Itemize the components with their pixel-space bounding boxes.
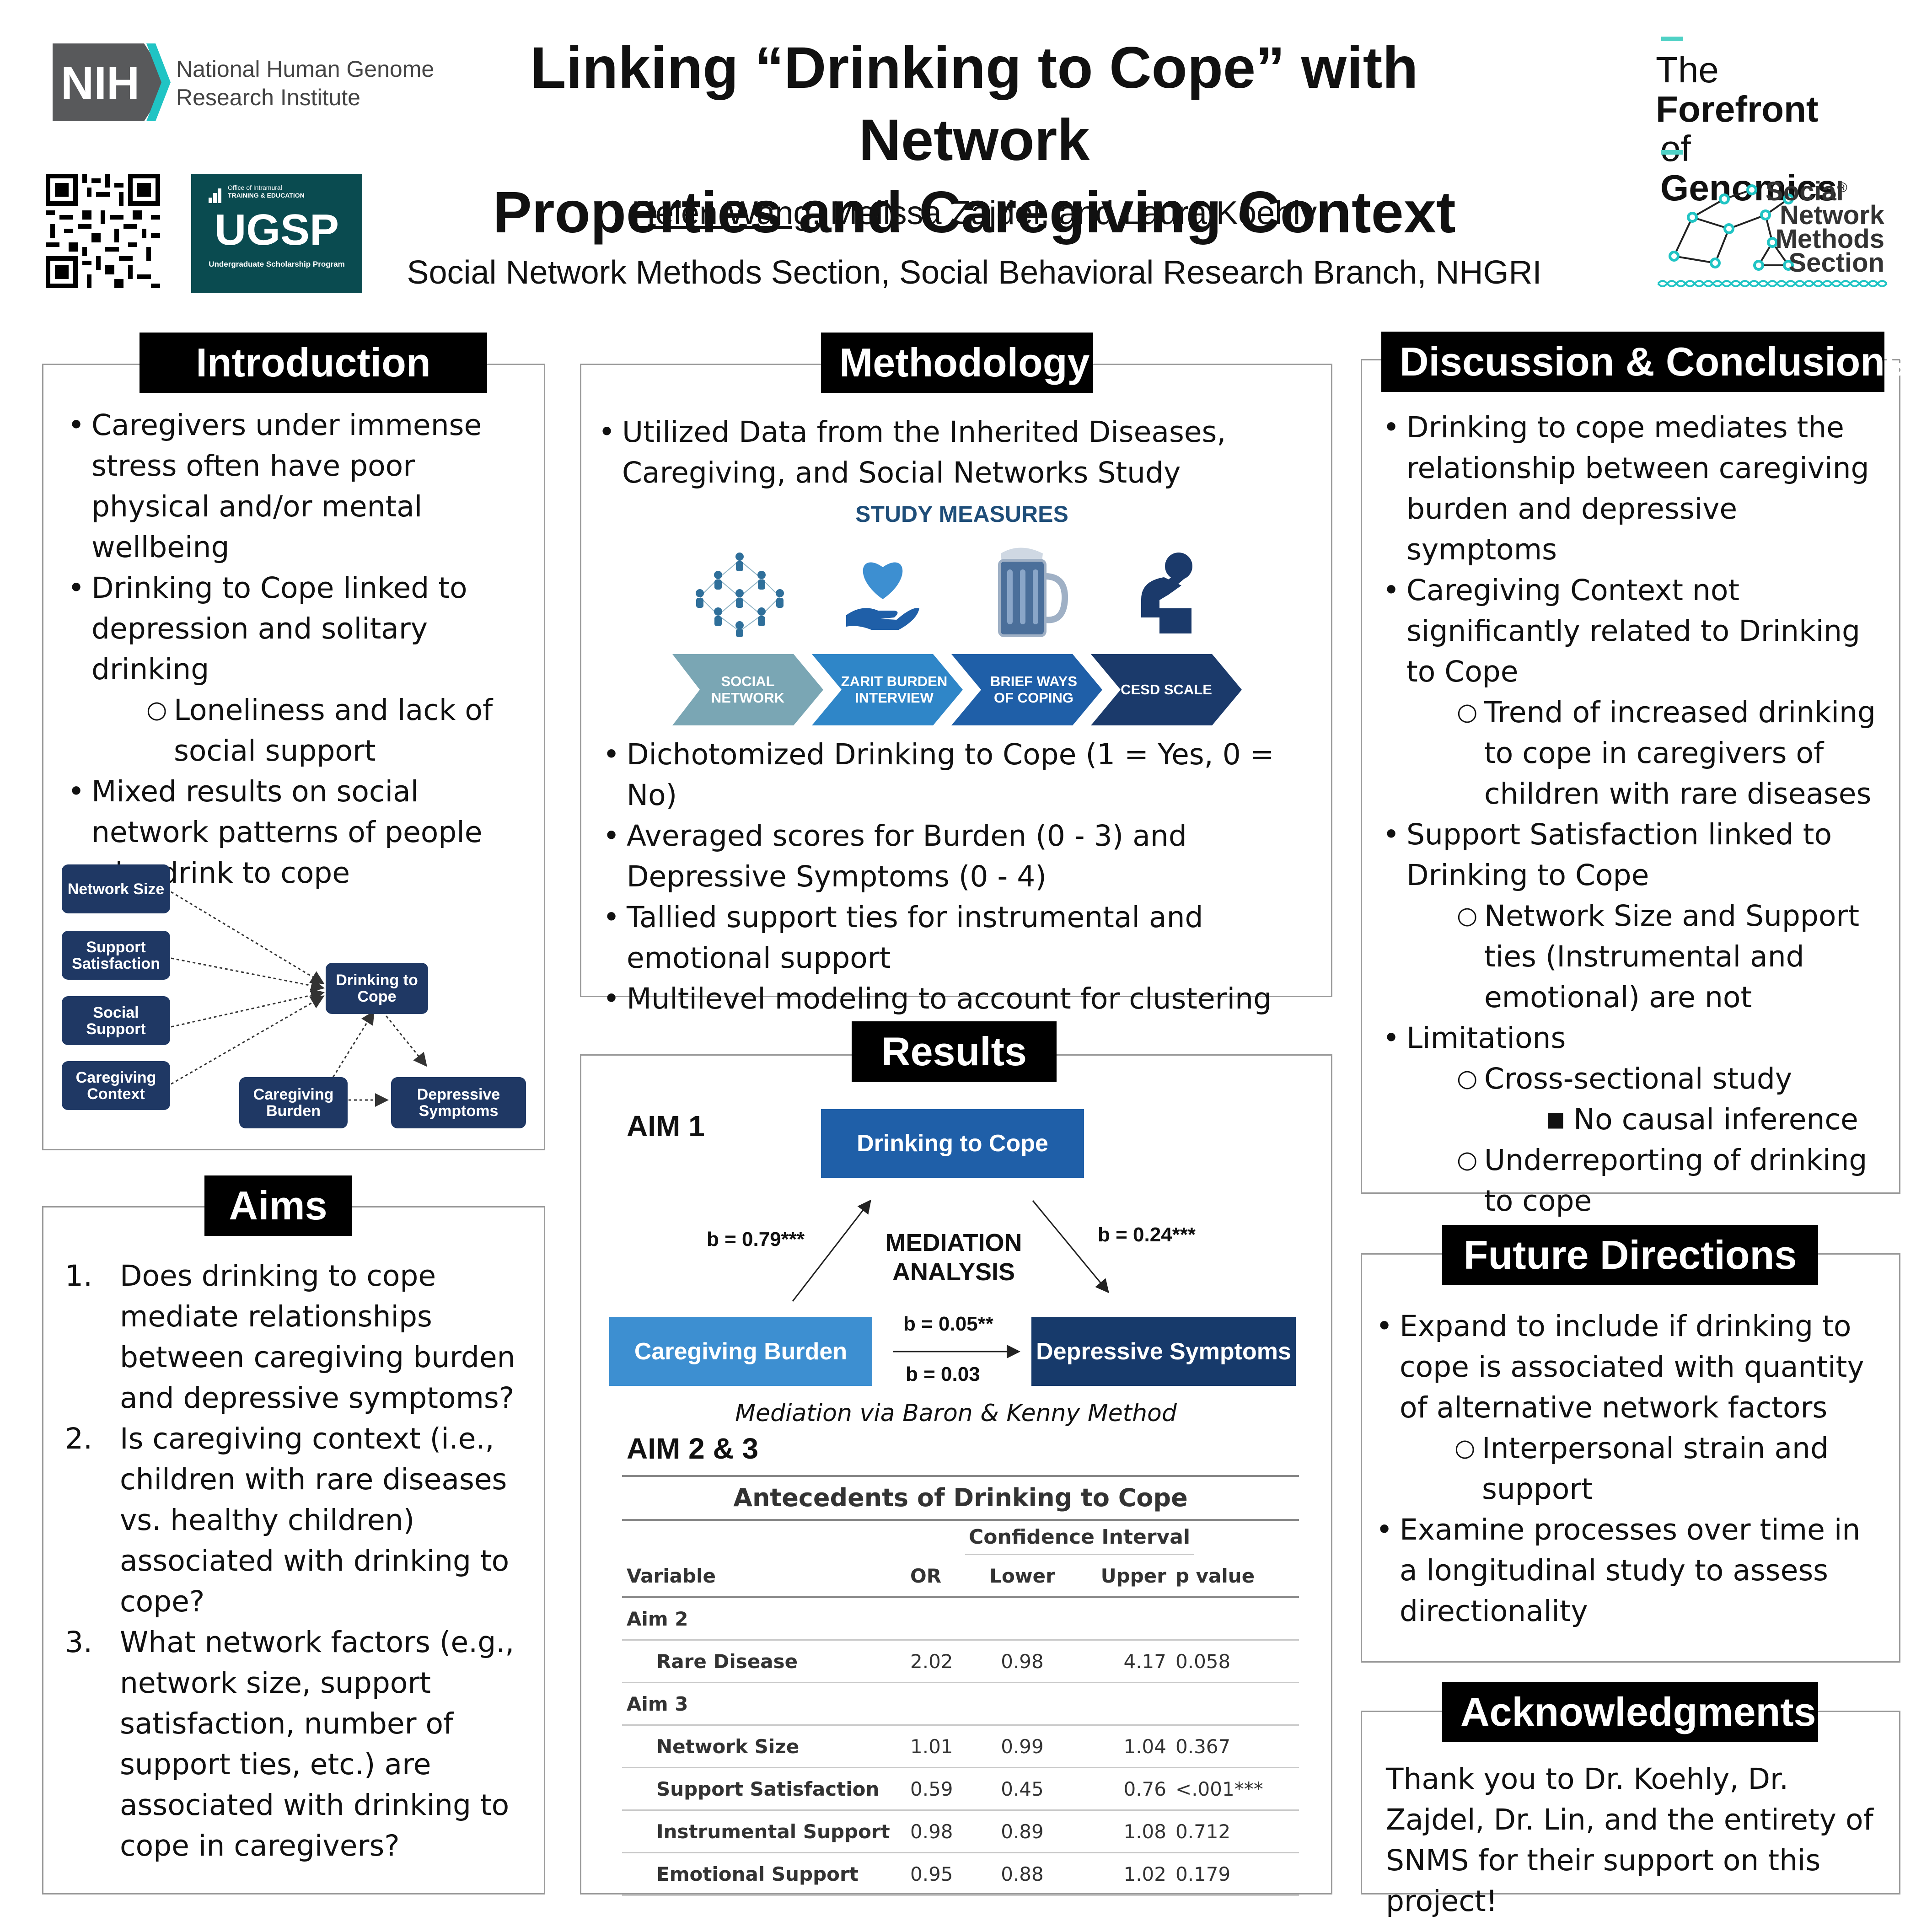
aims-list: 1.Does drinking to cope mediate relation… xyxy=(42,1256,527,1866)
future-bullet-2: Examine processes over time in a longitu… xyxy=(1372,1509,1884,1631)
node-network-size: Network Size xyxy=(62,864,170,913)
aim-item-1: 1.Does drinking to cope mediate relation… xyxy=(65,1259,515,1415)
results-table: Variable OR Lower Upper p value Aim 2 Ra… xyxy=(622,1555,1299,1896)
node-social-support: Social Support xyxy=(62,996,170,1045)
table-group-row: Aim 2 xyxy=(622,1597,1299,1641)
path-c-total-coefficient: b = 0.03 xyxy=(906,1363,980,1385)
table-row: Support Satisfaction 0.59 0.45 0.76 <.00… xyxy=(622,1767,1299,1811)
aim-item-3: 3.What network factors (e.g., network si… xyxy=(65,1626,515,1862)
path-c-prime-coefficient: b = 0.05** xyxy=(903,1313,993,1335)
discussion-body: Drinking to cope mediates the relationsh… xyxy=(1379,407,1891,1221)
intro-sub-bullet: Loneliness and lack of social support xyxy=(146,690,535,771)
introduction-body: Caregivers under immense stress often ha… xyxy=(64,405,535,893)
acknowledgments-title: Acknowledgments xyxy=(1442,1682,1818,1742)
mediation-burden-box: Caregiving Burden xyxy=(609,1317,872,1386)
future-sub-1: Interpersonal strain and support xyxy=(1454,1428,1884,1509)
table-header-row: Variable OR Lower Upper p value xyxy=(622,1555,1299,1598)
measure-cesd-scale: CESD SCALE xyxy=(1121,682,1212,698)
discussion-sub-2: Network Size and Support ties (Instrumen… xyxy=(1457,896,1891,1018)
lead-author: Helen Wang xyxy=(631,195,812,231)
people-network-icon xyxy=(691,547,789,638)
forefront-accent-top xyxy=(1661,37,1683,41)
mediation-analysis-label: MEDIATION ANALYSIS xyxy=(885,1229,1022,1286)
discussion-sub-3: Cross-sectional study xyxy=(1457,1058,1891,1099)
path-a-coefficient: b = 0.79*** xyxy=(707,1228,805,1250)
mediation-depressive-box: Depressive Symptoms xyxy=(1031,1317,1296,1386)
intro-bullet-2: Drinking to Cope linked to depression an… xyxy=(64,568,535,690)
node-support-satisfaction: Support Satisfaction xyxy=(62,931,170,980)
node-caregiving-burden: Caregiving Burden xyxy=(239,1077,348,1128)
aims-panel xyxy=(42,1206,545,1894)
method-bullet-2: Dichotomized Drinking to Cope (1 = Yes, … xyxy=(599,734,1322,816)
introduction-title: Introduction xyxy=(140,333,487,393)
node-drinking-to-cope: Drinking to Cope xyxy=(326,963,428,1014)
affiliation: Social Network Methods Section, Social B… xyxy=(407,254,1542,291)
mediation-arrows xyxy=(792,1199,1109,1358)
path-b-coefficient: b = 0.24*** xyxy=(1098,1224,1196,1246)
ugsp-office-label: Office of Intramural TRAINING & EDUCATIO… xyxy=(228,184,305,199)
measure-zarit-burden: ZARIT BURDEN INTERVIEW xyxy=(841,673,948,706)
measure-social-network: SOCIAL NETWORK xyxy=(711,673,785,706)
ugsp-logo: Office of Intramural TRAINING & EDUCATIO… xyxy=(191,174,362,293)
methodology-title: Methodology xyxy=(821,333,1093,393)
future-body: Expand to include if drinking to cope is… xyxy=(1372,1306,1884,1631)
intro-bullet-3: Mixed results on social network patterns… xyxy=(64,771,535,893)
aim-item-2: 2.Is caregiving context (i.e., children … xyxy=(65,1422,510,1618)
forefront-accent-bottom xyxy=(1661,150,1683,155)
future-bullet-1: Expand to include if drinking to cope is… xyxy=(1372,1306,1884,1428)
ugsp-wordmark: UGSP xyxy=(214,205,339,254)
method-bullet-4: Tallied support ties for instrumental an… xyxy=(599,897,1322,978)
nih-logo: NIH xyxy=(53,43,172,121)
discussion-bullet-4: Limitations xyxy=(1379,1018,1891,1058)
measure-brief-coping: BRIEF WAYS OF COPING xyxy=(990,673,1078,706)
aim23-label: AIM 2 & 3 xyxy=(627,1432,759,1465)
study-measures-heading: STUDY MEASURES xyxy=(855,501,1068,527)
discussion-title: Discussion & Conclusions xyxy=(1381,332,1907,392)
snms-wordmark: Social Network Methods Section xyxy=(1766,177,1884,278)
discussion-sub-1: Trend of increased drinking to cope in c… xyxy=(1457,692,1891,814)
measures-chevrons xyxy=(672,654,1242,725)
author-list: Helen Wang, Melissa Zajdel, and Laura Ko… xyxy=(631,195,1317,231)
discussion-bullet-3: Support Satisfaction linked to Drinking … xyxy=(1379,814,1891,896)
poster-title: Linking “Drinking to Cope” with Network … xyxy=(493,35,1456,245)
nih-institute-name: National Human Genome Research Institute xyxy=(176,56,435,110)
method-bullet-3: Averaged scores for Burden (0 - 3) and D… xyxy=(599,816,1322,897)
methodology-intro: Utilized Data from the Inherited Disease… xyxy=(595,412,1317,493)
forefront-logo: The Forefront of Genomics® xyxy=(1647,32,1862,208)
ci-header: Confidence Interval xyxy=(965,1521,1194,1555)
results-table-wrap: Antecedents of Drinking to Cope Confiden… xyxy=(622,1475,1299,1896)
mediation-method-note: Mediation via Baron & Kenny Method xyxy=(735,1400,1177,1427)
node-depressive-symptoms: Depressive Symptoms xyxy=(391,1077,526,1128)
table-group-row: Aim 3 xyxy=(622,1682,1299,1726)
table-row: Network Size 1.01 0.99 1.04 0.367 xyxy=(622,1725,1299,1768)
beer-mug-icon xyxy=(988,544,1070,640)
discussion-sub-4: Underreporting of drinking to cope xyxy=(1457,1140,1891,1221)
aims-title: Aims xyxy=(204,1175,352,1236)
ugsp-subtitle: Undergraduate Scholarship Program xyxy=(209,260,345,268)
future-title: Future Directions xyxy=(1442,1225,1818,1285)
distressed-person-icon xyxy=(1127,549,1205,636)
discussion-sub-sub: No causal inference xyxy=(1546,1099,1891,1140)
table-row: Rare Disease 2.02 0.98 4.17 0.058 xyxy=(622,1640,1299,1683)
discussion-bullet-2: Caregiving Context not significantly rel… xyxy=(1379,570,1891,692)
mediation-drinking-box: Drinking to Cope xyxy=(821,1109,1084,1178)
table-row: Instrumental Support 0.98 0.89 1.08 0.71… xyxy=(622,1810,1299,1853)
discussion-bullet-1: Drinking to cope mediates the relationsh… xyxy=(1379,407,1891,570)
nih-logo-text: NIH xyxy=(61,58,140,109)
intro-diagram-arrows xyxy=(171,891,427,1107)
methodology-bullets: Dichotomized Drinking to Cope (1 = Yes, … xyxy=(599,734,1322,1019)
heart-hand-icon xyxy=(844,551,922,633)
aim1-label: AIM 1 xyxy=(627,1110,705,1143)
table-title: Antecedents of Drinking to Cope xyxy=(622,1475,1299,1521)
results-title: Results xyxy=(852,1021,1057,1082)
method-bullet-5: Multilevel modeling to account for clust… xyxy=(599,978,1322,1019)
method-bullet-1: Utilized Data from the Inherited Disease… xyxy=(595,412,1317,493)
table-row: Emotional Support 0.95 0.88 1.02 0.179 xyxy=(622,1852,1299,1896)
node-caregiving-context: Caregiving Context xyxy=(62,1061,170,1110)
snms-logo: Social Network Methods Section xyxy=(1656,172,1894,295)
acknowledgments-text: Thank you to Dr. Koehly, Dr. Zajdel, Dr.… xyxy=(1386,1762,1873,1918)
intro-bullet-1: Caregivers under immense stress often ha… xyxy=(64,405,535,568)
qr-code[interactable] xyxy=(46,174,160,288)
